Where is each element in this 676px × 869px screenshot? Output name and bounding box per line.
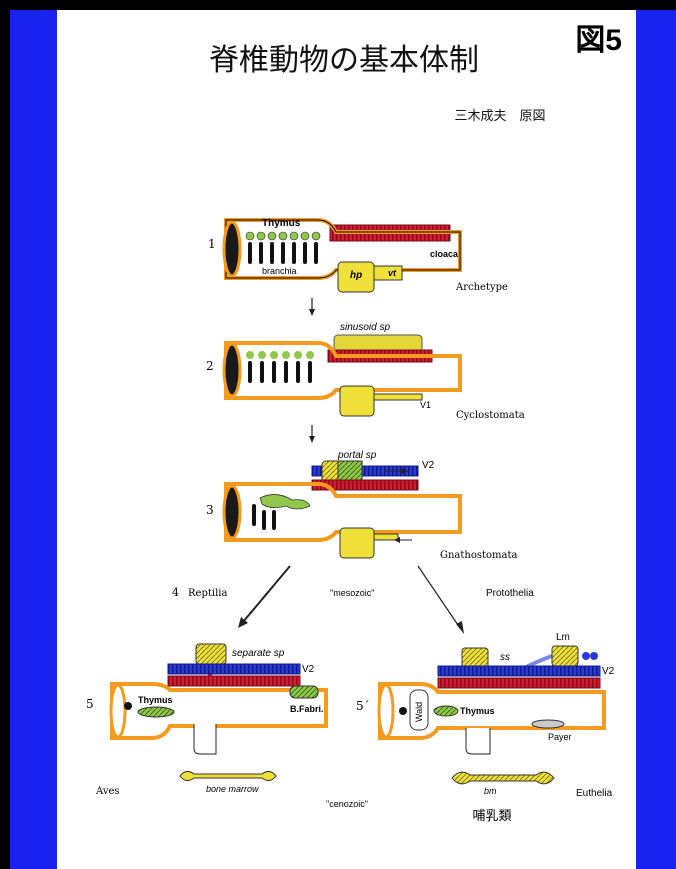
stage-5-aves: 5 separate sp V2 Thymus B.Fabri. bone ma…: [86, 644, 326, 797]
era-cenozoic: "cenozoic": [326, 799, 368, 809]
vein-blue-5p: [438, 666, 600, 676]
liver-3: [340, 528, 374, 558]
thymus-3: [260, 494, 310, 509]
thymus-label-1: Thymus: [262, 218, 301, 229]
spleen-ss: [462, 648, 488, 668]
stage-5-prime-euthelia: 5´ ss Lm V2 Wald Thymus Payer bm Eutheli…: [356, 632, 615, 824]
thymus-label-5p: Thymus: [460, 706, 495, 716]
bone-marrow: [180, 771, 276, 780]
vein-v1: [374, 394, 422, 400]
v2-label-3: V2: [422, 460, 435, 471]
liver-5p: [466, 728, 490, 754]
figure-label: 図5: [575, 24, 622, 57]
vt-label: vt: [388, 268, 397, 278]
bone-marrow-bm: [452, 772, 554, 784]
mouth-3: [224, 486, 240, 538]
stage-3-gnathostomata: 3 portal sp V2 Gnathostomata: [206, 450, 518, 561]
bm-label: bm: [484, 786, 497, 796]
separate-label: separate sp: [232, 648, 285, 659]
bfabri-label: B.Fabri.: [290, 704, 324, 714]
stage-5p-number: 5´: [356, 699, 370, 713]
cloaca-label: cloaca: [430, 249, 459, 259]
stage-4-number: 4: [172, 586, 179, 599]
stage-1-name: Archetype: [455, 282, 508, 293]
vein-blue-5: [168, 664, 300, 674]
gill-slits: [246, 232, 320, 264]
lymph-node-lm: [552, 646, 578, 666]
thymus-label-5: Thymus: [138, 695, 173, 705]
aorta-red-5: [168, 676, 300, 686]
stage-2-number: 2: [206, 359, 214, 373]
stage-2-cyclostomata: 2 sinusoid sp V1 Cyclostomata: [206, 322, 525, 421]
protothelia-label: Protothelia: [486, 588, 534, 599]
v2-label-5p: V2: [602, 666, 615, 677]
bone-marrow-label: bone marrow: [206, 784, 259, 794]
page-title: 脊椎動物の基本体制: [209, 43, 479, 78]
separate-spleen: [196, 644, 226, 664]
mouth: [224, 222, 240, 276]
thymus-5p: [434, 706, 458, 716]
mammal-label: 哺乳類: [472, 809, 511, 824]
bursa-fabricius: [290, 686, 318, 698]
liver-2: [340, 386, 374, 416]
stage-3-name: Gnathostomata: [440, 550, 518, 561]
hp-label: hp: [350, 270, 362, 281]
stage-5p-name: Euthelia: [576, 788, 613, 799]
arrow-to-mammals: [418, 566, 460, 628]
stage-5-name: Aves: [95, 786, 120, 797]
stage-1-number: 1: [208, 237, 216, 251]
stage-1-archetype: 1 Thymus branchia cloaca hp vt Archetype: [208, 218, 508, 293]
mouth-2: [224, 344, 240, 396]
thymus-5: [138, 707, 174, 717]
stage-5-number: 5: [86, 697, 94, 711]
payer-patch: [532, 720, 564, 728]
wald-label: Wald: [414, 702, 424, 722]
aorta-red-5p: [438, 678, 600, 688]
gill-slits-2: [246, 351, 314, 383]
sinusoid-label: sinusoid sp: [340, 322, 390, 333]
payer-label: Payer: [548, 732, 572, 742]
branchia-label: branchia: [262, 266, 297, 276]
arrow-to-aves: [243, 566, 290, 622]
v2-label-5: V2: [302, 664, 315, 675]
author-credit: 三木成夫 原図: [454, 109, 545, 124]
stage-2-name: Cyclostomata: [456, 410, 525, 421]
v1-label: V1: [420, 400, 431, 410]
liver-5: [194, 724, 216, 754]
portal-label: portal sp: [337, 450, 377, 461]
lm-label: Lm: [556, 632, 570, 643]
era-mesozoic: "mesozoic": [330, 588, 374, 598]
stage-3-number: 3: [206, 503, 214, 517]
ss-label: ss: [500, 652, 510, 663]
stage-4-name: Reptilia: [188, 588, 227, 599]
